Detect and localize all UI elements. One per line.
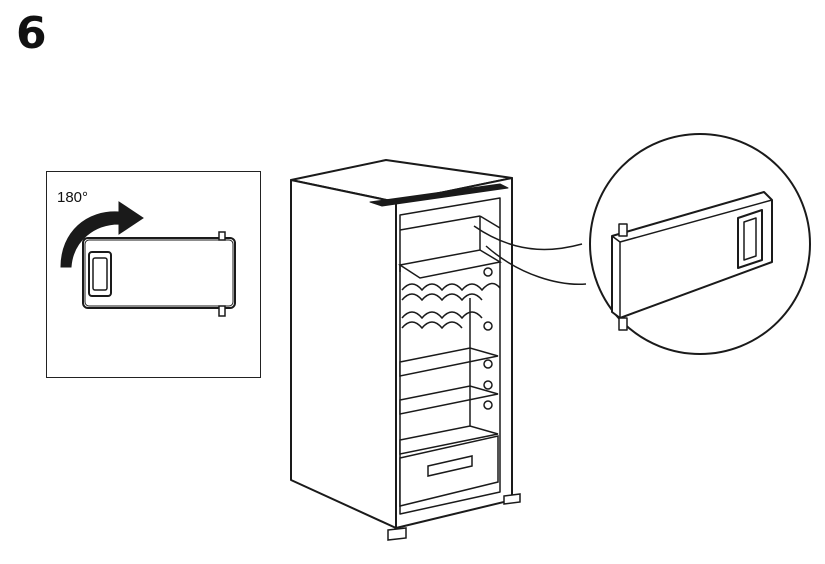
rotation-inset: 180° bbox=[46, 171, 261, 378]
hinge-pin-bottom bbox=[218, 305, 226, 317]
rotation-angle-label: 180° bbox=[57, 189, 89, 206]
handle-panel bbox=[82, 237, 236, 309]
foot-front-left bbox=[387, 527, 407, 541]
shelf-3 bbox=[399, 425, 499, 455]
foot-front-right bbox=[503, 493, 521, 505]
detail-pin-bottom bbox=[618, 317, 628, 331]
step-number: 6 bbox=[16, 8, 47, 59]
shelf-2 bbox=[399, 385, 499, 415]
top-shelf bbox=[398, 249, 503, 279]
cabinet-side bbox=[290, 179, 397, 529]
detail-pin-top bbox=[618, 223, 628, 237]
detail-handle-panel bbox=[611, 191, 773, 331]
wine-rack bbox=[401, 282, 501, 330]
zoom-callout-beam bbox=[473, 225, 587, 285]
hinge-pin-top bbox=[218, 231, 226, 241]
drawer-handle bbox=[427, 455, 473, 477]
handle-grip bbox=[88, 251, 112, 297]
rotated-handle-illustration bbox=[60, 201, 236, 317]
shelf-1 bbox=[399, 347, 499, 377]
rotate-arrow-icon bbox=[60, 201, 144, 268]
